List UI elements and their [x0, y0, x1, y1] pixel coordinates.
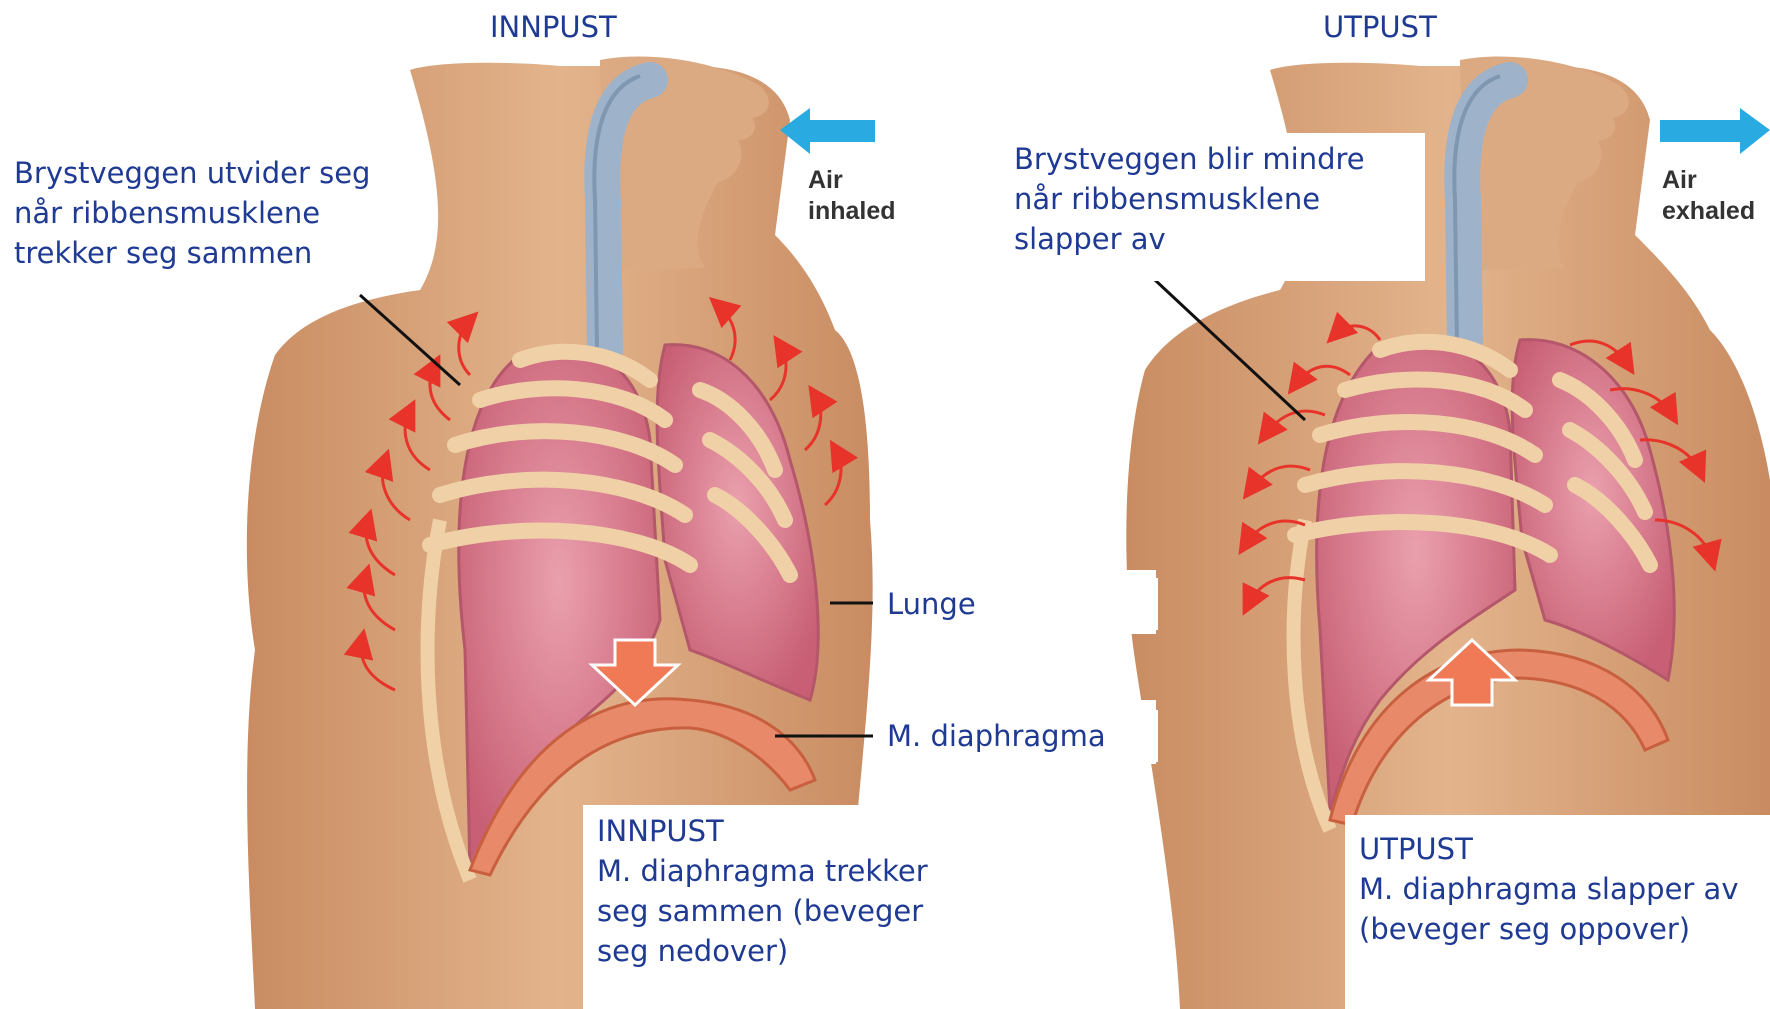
- chest-wall-shrinks-label: Brystveggen blir mindre når ribbensmuskl…: [1000, 133, 1425, 281]
- air-exhaled-label: Air exhaled: [1662, 165, 1755, 227]
- panel-title-exhale: UTPUST: [1323, 10, 1437, 44]
- diaphragm-label: M. diaphragma: [873, 710, 1158, 762]
- chest-wall-expands-label: Brystveggen utvider seg når ribbensmuskl…: [14, 153, 370, 273]
- lung-label: Lunge: [873, 578, 1158, 630]
- air-inhaled-arrow: [780, 108, 875, 154]
- air-exhaled-arrow: [1660, 108, 1770, 154]
- inhale-diaphragm-label: INNPUST M. diaphragma trekker seg sammen…: [583, 805, 968, 1009]
- panel-title-inhale: INNPUST: [490, 10, 617, 44]
- exhale-diaphragm-label: UTPUST M. diaphragma slapper av (beveger…: [1345, 815, 1770, 1009]
- air-inhaled-label: Air inhaled: [808, 165, 896, 227]
